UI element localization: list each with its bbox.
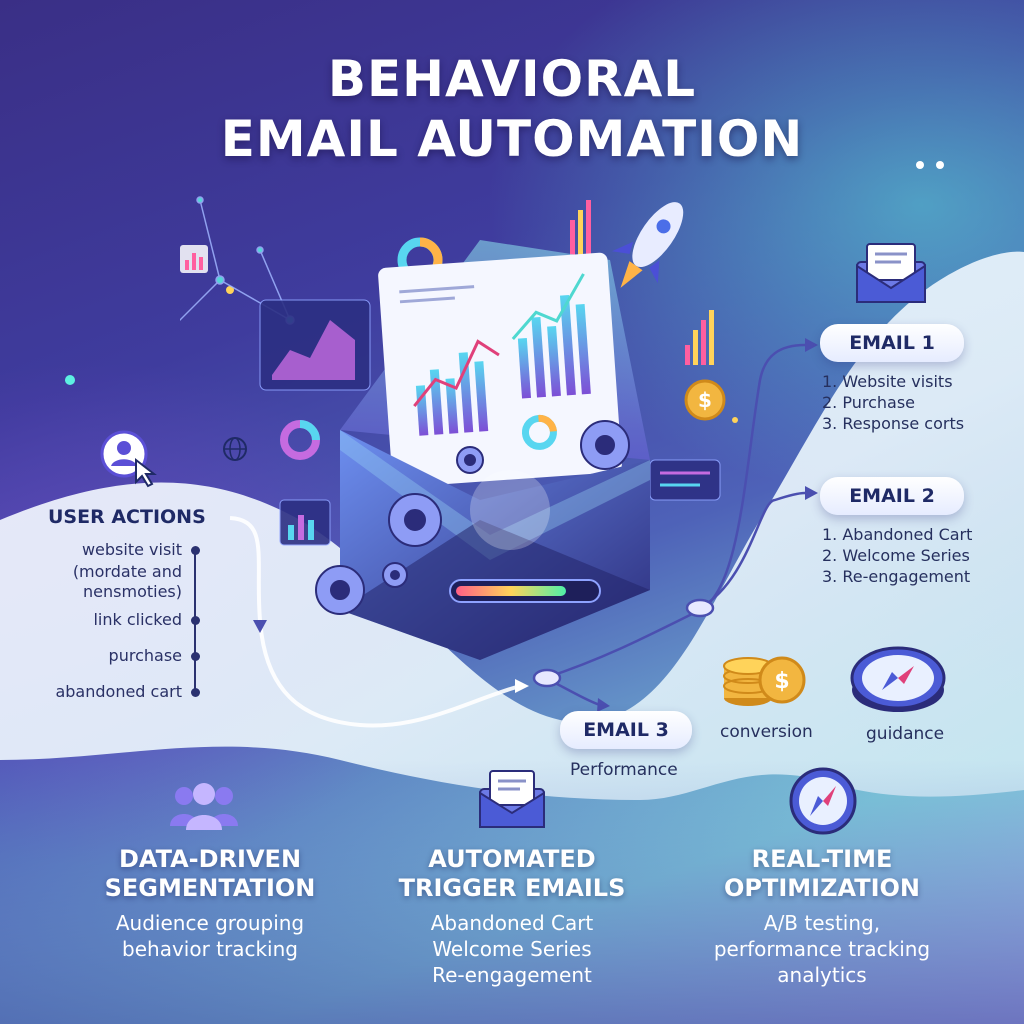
column-title-optimization: REAL-TIME OPTIMIZATION	[723, 845, 920, 902]
user-action-website-visit-note-2: nensmoties)	[83, 582, 182, 601]
email-2-pill: EMAIL 2	[820, 477, 964, 515]
email-2-item: 2. Welcome Series	[822, 546, 970, 565]
email-3-caption: Performance	[570, 760, 678, 780]
email-2-list: 1. Abandoned Cart 2. Welcome Series 3. R…	[822, 524, 972, 587]
user-action-website-visit-note-1: (mordate and	[72, 562, 182, 581]
title-line-2: EMAIL AUTOMATION	[220, 110, 804, 168]
email-1-item: 1. Website visits	[822, 372, 953, 391]
svg-text:$: $	[698, 388, 712, 412]
users-icon	[170, 783, 238, 830]
column-title-segmentation: DATA-DRIVEN SEGMENTATION	[104, 845, 316, 902]
guidance-label: guidance	[866, 724, 945, 744]
user-action-purchase: purchase	[108, 646, 182, 665]
user-action-dot	[191, 652, 200, 661]
user-action-dot	[191, 616, 200, 625]
email-1-list: 1. Website visits 2. Purchase 3. Respons…	[822, 371, 964, 434]
svg-text:$: $	[774, 669, 789, 694]
column-sub-segmentation: Audience grouping behavior tracking	[115, 911, 305, 961]
email-3-pill: EMAIL 3	[560, 711, 692, 749]
envelope-dashboard-illustration: $	[180, 196, 726, 660]
column-sub-optimization: A/B testing, performance tracking analyt…	[713, 911, 931, 987]
compass-icon	[789, 767, 857, 835]
envelope-icon	[856, 243, 926, 303]
email-1-item: 3. Response corts	[822, 414, 965, 433]
title-line-1: BEHAVIORAL	[327, 50, 697, 108]
email-1-item: 2. Purchase	[822, 393, 916, 412]
user-actions-label: USER ACTIONS	[48, 506, 206, 528]
globe-icon	[223, 437, 247, 461]
user-action-website-visit: website visit	[81, 540, 182, 559]
email-2-item: 1. Abandoned Cart	[822, 525, 973, 544]
conversion-label: conversion	[720, 722, 813, 742]
email-2-item: 3. Re-engagement	[822, 567, 971, 586]
email-1-pill: EMAIL 1	[820, 324, 964, 362]
column-title-trigger-emails: AUTOMATED TRIGGER EMAILS	[398, 845, 626, 902]
user-action-dot	[191, 688, 200, 697]
user-action-dot	[191, 546, 200, 555]
user-action-abandoned-cart: abandoned cart	[55, 682, 182, 701]
coins-icon: $	[723, 656, 806, 706]
user-action-link-clicked: link clicked	[93, 610, 182, 629]
column-sub-trigger-emails: Abandoned Cart Welcome Series Re-engagem…	[430, 911, 594, 987]
envelope-icon	[479, 770, 545, 828]
compass-icon	[850, 646, 946, 712]
user-click-icon	[100, 430, 157, 488]
